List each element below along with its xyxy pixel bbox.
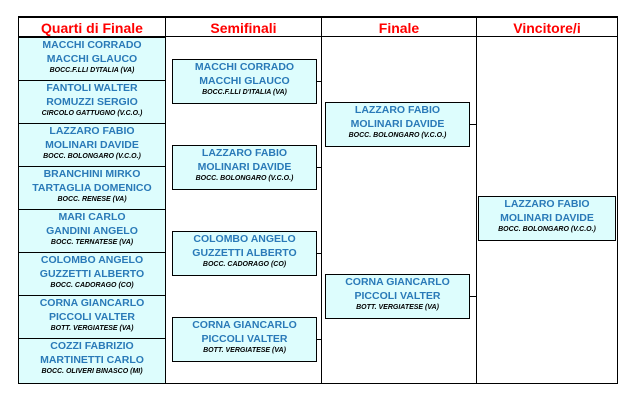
semi-team-2: LAZZARO FABIO MOLINARI DAVIDE BOCC. BOLO… [172, 145, 317, 190]
quarti-team-5: MARI CARLO GANDINI ANGELO BOCC. TERNATES… [18, 209, 166, 253]
player-name: MACCHI CORRADO [194, 61, 295, 73]
player-name: MOLINARI DAVIDE [197, 161, 292, 173]
club-name: BOCC. OLIVERI BINASCO (MI) [41, 368, 143, 375]
player-name: PICCOLI VALTER [354, 290, 441, 302]
quarti-team-4: BRANCHINI MIRKO TARTAGLIA DOMENICO BOCC.… [18, 166, 166, 210]
player-name: PICCOLI VALTER [201, 333, 288, 345]
player-name: MACCHI CORRADO [42, 39, 142, 51]
player-name: MOLINARI DAVIDE [350, 118, 445, 130]
player-name: LAZZARO FABIO [354, 104, 441, 116]
player-name: CORNA GIANCARLO [39, 297, 145, 309]
player-name: COZZI FABRIZIO [50, 340, 134, 352]
player-name: MACCHI GLAUCO [46, 53, 138, 65]
club-name: BOCC. RENESE (VA) [57, 196, 127, 203]
player-name: ROMUZZI SERGIO [46, 96, 138, 108]
semi-team-3: COLOMBO ANGELO GUZZETTI ALBERTO BOCC. CA… [172, 231, 317, 276]
player-name: CORNA GIANCARLO [192, 319, 297, 331]
quarti-team-3: LAZZARO FABIO MOLINARI DAVIDE BOCC. BOLO… [18, 123, 166, 167]
connector-line [317, 253, 321, 254]
club-name: CIRCOLO GATTUGNO (V.C.O.) [41, 110, 143, 117]
player-name: COLOMBO ANGELO [40, 254, 144, 266]
semi-team-1: MACCHI CORRADO MACCHI GLAUCO BOCC.F.LLI … [172, 59, 317, 104]
club-name: BOTT. VERGIATESE (VA) [50, 325, 134, 332]
player-name: COLOMBO ANGELO [193, 233, 296, 245]
club-name: BOCC. TERNATESE (VA) [50, 239, 134, 246]
player-name: MOLINARI DAVIDE [45, 139, 139, 151]
club-name: BOCC. BOLONGARO (V.C.O.) [348, 132, 447, 139]
club-name: BOCC.F.LLI D'ITALIA (VA) [49, 67, 135, 74]
connector-line [470, 296, 476, 297]
club-name: BOCC. BOLONGARO (V.C.O.) [195, 175, 294, 182]
semi-team-4: CORNA GIANCARLO PICCOLI VALTER BOTT. VER… [172, 317, 317, 362]
player-name: LAZZARO FABIO [201, 147, 288, 159]
player-name: FANTOLI WALTER [46, 82, 138, 94]
column-divider [321, 36, 322, 383]
header-finale: Finale [321, 17, 477, 37]
player-name: LAZZARO FABIO [504, 198, 590, 210]
club-name: BOCC.F.LLI D'ITALIA (VA) [202, 89, 287, 96]
player-name: BRANCHINI MIRKO [43, 168, 141, 180]
connector-line [317, 339, 321, 340]
player-name: GUZZETTI ALBERTO [39, 268, 145, 280]
connector-line [317, 167, 321, 168]
finale-team-1: LAZZARO FABIO MOLINARI DAVIDE BOCC. BOLO… [325, 102, 470, 147]
header-vincitore: Vincitore/i [476, 17, 618, 37]
club-name: BOCC. CADORAGO (CO) [202, 261, 287, 268]
vincitore-team: LAZZARO FABIO MOLINARI DAVIDE BOCC. BOLO… [478, 196, 616, 241]
player-name: TARTAGLIA DOMENICO [32, 182, 152, 194]
finale-team-2: CORNA GIANCARLO PICCOLI VALTER BOTT. VER… [325, 274, 470, 319]
quarti-team-8: COZZI FABRIZIO MARTINETTI CARLO BOCC. OL… [18, 338, 166, 384]
quarti-team-2: FANTOLI WALTER ROMUZZI SERGIO CIRCOLO GA… [18, 80, 166, 124]
player-name: PICCOLI VALTER [49, 311, 135, 323]
player-name: MOLINARI DAVIDE [500, 212, 594, 224]
column-divider [476, 36, 477, 383]
player-name: GANDINI ANGELO [46, 225, 138, 237]
player-name: GUZZETTI ALBERTO [192, 247, 297, 259]
quarti-team-1: MACCHI CORRADO MACCHI GLAUCO BOCC.F.LLI … [18, 37, 166, 81]
connector-line [317, 81, 321, 82]
player-name: CORNA GIANCARLO [345, 276, 450, 288]
club-name: BOTT. VERGIATESE (VA) [356, 304, 439, 311]
player-name: LAZZARO FABIO [49, 125, 135, 137]
club-name: BOTT. VERGIATESE (VA) [203, 347, 286, 354]
club-name: BOCC. BOLONGARO (V.C.O.) [43, 153, 141, 160]
header-semifinali: Semifinali [165, 17, 322, 37]
quarti-team-6: COLOMBO ANGELO GUZZETTI ALBERTO BOCC. CA… [18, 252, 166, 296]
club-name: BOCC. CADORAGO (CO) [50, 282, 134, 289]
connector-line [470, 124, 476, 125]
player-name: MACCHI GLAUCO [199, 75, 290, 87]
club-name: BOCC. BOLONGARO (V.C.O.) [498, 226, 596, 233]
quarti-team-7: CORNA GIANCARLO PICCOLI VALTER BOTT. VER… [18, 295, 166, 339]
player-name: MARI CARLO [58, 211, 126, 223]
header-quarti: Quarti di Finale [18, 17, 166, 37]
player-name: MARTINETTI CARLO [40, 354, 144, 366]
